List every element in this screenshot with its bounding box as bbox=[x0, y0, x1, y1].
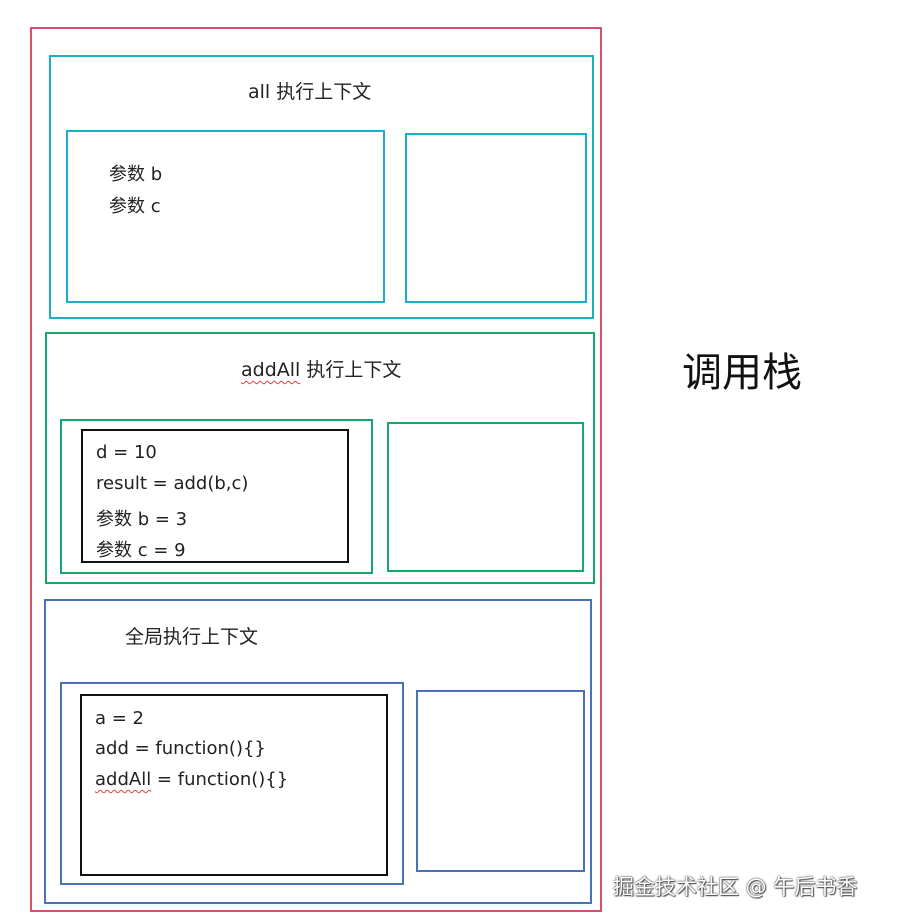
addAll-variable-box bbox=[81, 429, 349, 563]
global-variable-box bbox=[80, 694, 388, 876]
all-context-title: all 执行上下文 bbox=[248, 81, 372, 103]
global-variable-environment bbox=[60, 682, 404, 885]
call-stack-frame bbox=[30, 27, 602, 912]
addAll-context-title: addAll 执行上下文 bbox=[241, 355, 401, 382]
global-var-addAll-value: = function(){} bbox=[151, 769, 289, 790]
watermark: 掘金技术社区 @ 午后书香 bbox=[613, 875, 858, 899]
global-execution-context bbox=[44, 599, 592, 904]
addAll-execution-context bbox=[45, 332, 595, 584]
addAll-name: addAll bbox=[241, 359, 301, 381]
addAll-variable-environment bbox=[60, 419, 373, 574]
all-lexical-environment bbox=[405, 133, 587, 303]
addAll-var-param-c: 参数 c = 9 bbox=[96, 540, 186, 561]
all-var-param-b: 参数 b bbox=[109, 164, 163, 185]
addAll-var-result: result = add(b,c) bbox=[96, 473, 249, 494]
addAll-lexical-environment bbox=[387, 422, 584, 572]
global-lexical-environment bbox=[416, 690, 585, 872]
all-var-param-c: 参数 c bbox=[109, 196, 161, 217]
addAll-var-param-b: 参数 b = 3 bbox=[96, 509, 188, 530]
global-var-add: add = function(){} bbox=[95, 738, 266, 759]
all-execution-context bbox=[49, 55, 594, 319]
global-var-a: a = 2 bbox=[95, 708, 145, 729]
call-stack-label: 调用栈 bbox=[682, 350, 802, 396]
global-var-addAll-name: addAll bbox=[95, 769, 152, 790]
addAll-title-suffix: 执行上下文 bbox=[300, 359, 402, 381]
addAll-var-d: d = 10 bbox=[96, 442, 157, 463]
all-variable-environment bbox=[66, 130, 385, 303]
global-var-addAll: addAll = function(){} bbox=[95, 769, 288, 790]
global-context-title: 全局执行上下文 bbox=[125, 626, 259, 648]
